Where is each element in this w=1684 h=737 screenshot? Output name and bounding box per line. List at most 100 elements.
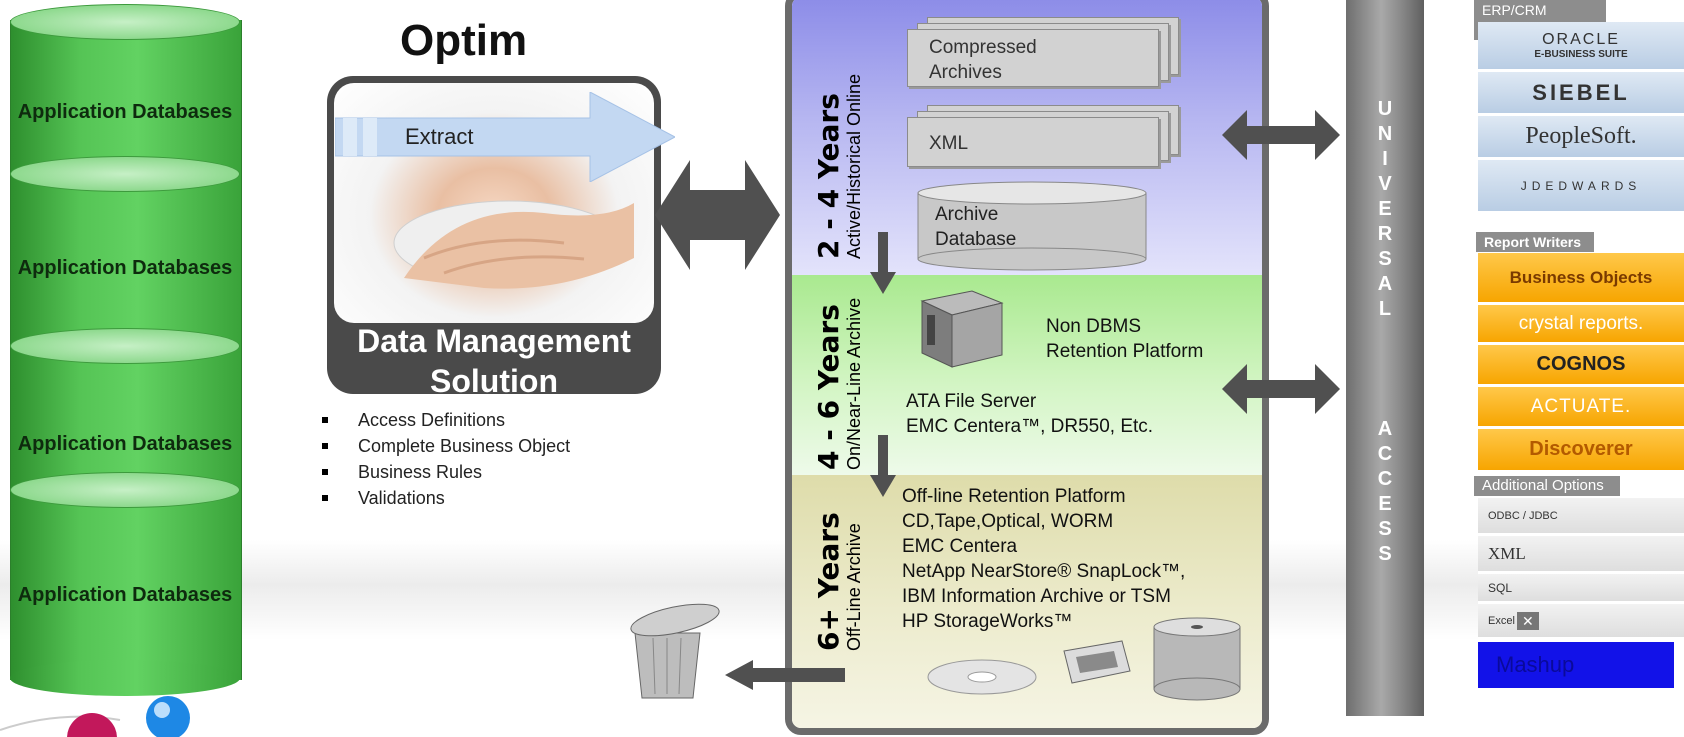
disc-spindle-icon [1153, 617, 1241, 701]
label-line: EMC Centera™, DR550, Etc. [906, 416, 1154, 437]
xml-label: XML [929, 133, 969, 154]
ua-letter: S [1378, 248, 1392, 270]
siebel-logo: SIEBEL [1478, 72, 1684, 116]
option-odbc-jdbc: ODBC / JDBC [1478, 498, 1684, 536]
db-cap [10, 328, 240, 364]
option-xml: XML [1478, 536, 1684, 574]
double-arrow-icon [1222, 364, 1340, 414]
tier-label-offline: 6+ Years Off-Line Archive [812, 512, 864, 651]
label-line: Non DBMS [1046, 316, 1142, 337]
jdedwards-logo: JDEDWARDS [1478, 160, 1684, 214]
option-excel: Excel ✕ [1478, 604, 1684, 640]
oracle-logo: ORACLE E-BUSINESS SUITE [1478, 22, 1684, 72]
optim-feature-list: Access Definitions Complete Business Obj… [322, 407, 570, 511]
database-label: Application Databases [17, 584, 233, 606]
typing-hands-icon [393, 200, 634, 289]
optim-caption: Data Management Solution [327, 321, 661, 394]
optim-caption-line1: Data Management [357, 323, 631, 359]
label-line: IBM Information Archive or TSM [902, 586, 1171, 607]
list-item: Validations [322, 485, 570, 511]
compressed-archive-label: Compressed Archives [929, 35, 1037, 85]
tier-years: 2 - 4 Years [812, 93, 845, 259]
peoplesoft-logo: PeopleSoft. [1478, 116, 1684, 160]
tier-label-nearline: 4 - 6 Years On/Near-Line Archive [812, 297, 864, 470]
database-label: Application Databases [17, 101, 233, 123]
report-writers-header: Report Writers [1476, 232, 1594, 252]
down-arrow-icon [870, 232, 896, 294]
non-dbms-platform-label: Non DBMS Retention Platform [1046, 314, 1203, 364]
universal-access-bar: U N I V E R S A L A C C E S S [1346, 0, 1424, 716]
optical-disc-icon [927, 659, 1037, 695]
label-line: ATA File Server [906, 391, 1037, 412]
ua-letter: A [1377, 418, 1393, 440]
left-arrow-icon [725, 660, 845, 690]
tier-years: 4 - 6 Years [812, 304, 845, 470]
ua-letter: N [1377, 123, 1393, 145]
trash-can-icon [630, 603, 720, 699]
database-label: Application Databases [17, 433, 233, 455]
cognos-logo: COGNOS [1478, 345, 1684, 387]
option-sql: SQL [1478, 574, 1684, 604]
additional-options-header: Additional Options [1474, 476, 1620, 496]
ua-letter: E [1378, 493, 1392, 515]
discoverer-logo: Discoverer [1478, 429, 1684, 473]
tier-subtitle: On/Near-Line Archive [844, 297, 864, 470]
server-icon [920, 290, 1004, 368]
logo-icon [0, 696, 190, 737]
compressed-archive-doc [907, 29, 1159, 87]
db-bottom [10, 660, 240, 696]
tier-subtitle: Active/Historical Online [844, 73, 864, 259]
down-arrow-icon [870, 435, 896, 497]
label-line: CD,Tape,Optical, WORM [902, 511, 1114, 532]
double-arrow-icon [1222, 110, 1340, 160]
db-cap [10, 4, 240, 40]
ua-letter: I [1382, 148, 1388, 170]
label-line: Archives [929, 62, 1002, 83]
offline-platform-list: Off-line Retention Platform CD,Tape,Opti… [902, 484, 1185, 634]
oracle-suite-text: E-BUSINESS SUITE [1534, 49, 1628, 60]
optim-caption-line2: Solution [430, 363, 558, 394]
tape-cartridge-icon [1063, 640, 1131, 684]
ata-file-server-label: ATA File Server EMC Centera™, DR550, Etc… [906, 389, 1153, 439]
db-cap [10, 472, 240, 508]
archive-tiers-panel: 2 - 4 Years Active/Historical Online 4 -… [785, 0, 1269, 735]
extract-arrow-icon [335, 92, 675, 182]
archive-database-label: Archive Database [935, 202, 1016, 252]
ua-letter: C [1377, 443, 1393, 465]
ua-letter: S [1378, 518, 1392, 540]
list-item: Business Rules [322, 459, 570, 485]
list-item: Complete Business Object [322, 433, 570, 459]
application-database-stack: Application Databases Application Databa… [10, 0, 242, 700]
ua-letter: L [1378, 298, 1392, 320]
ua-letter: A [1377, 273, 1393, 295]
label-line: Off-line Retention Platform [902, 486, 1126, 507]
label-line: Retention Platform [1046, 341, 1204, 362]
tier-zone-nearline [792, 275, 1262, 475]
tier-years: 6+ Years [812, 512, 845, 651]
label-line: Compressed [929, 37, 1037, 58]
actuate-logo: ACTUATE. [1478, 387, 1684, 429]
label-line: Archive [935, 204, 999, 225]
db-cap [10, 156, 240, 192]
list-item: Access Definitions [322, 407, 570, 433]
oracle-text: ORACLE [1542, 31, 1620, 48]
crystal-reports-logo: crystal reports. [1478, 305, 1684, 345]
double-arrow-icon [655, 160, 780, 270]
label-line: Database [935, 229, 1017, 250]
label-line: NetApp NearStore® SnapLock™, [902, 561, 1186, 582]
excel-label: Excel [1488, 614, 1515, 627]
xml-doc [907, 117, 1159, 167]
label-line: HP StorageWorks™ [902, 611, 1073, 632]
mashup-option: Mashup [1478, 642, 1674, 688]
optim-title: Optim [400, 16, 528, 65]
tier-label-online: 2 - 4 Years Active/Historical Online [812, 73, 864, 259]
ua-letter: V [1378, 173, 1392, 195]
ua-letter: R [1377, 223, 1393, 245]
ua-letter: S [1378, 543, 1392, 565]
extract-label: Extract [405, 124, 474, 149]
ua-letter: U [1377, 98, 1393, 120]
label-line: EMC Centera [902, 536, 1018, 557]
ua-letter: E [1378, 198, 1392, 220]
business-objects-logo: Business Objects [1478, 253, 1684, 305]
tier-subtitle: Off-Line Archive [844, 523, 864, 651]
